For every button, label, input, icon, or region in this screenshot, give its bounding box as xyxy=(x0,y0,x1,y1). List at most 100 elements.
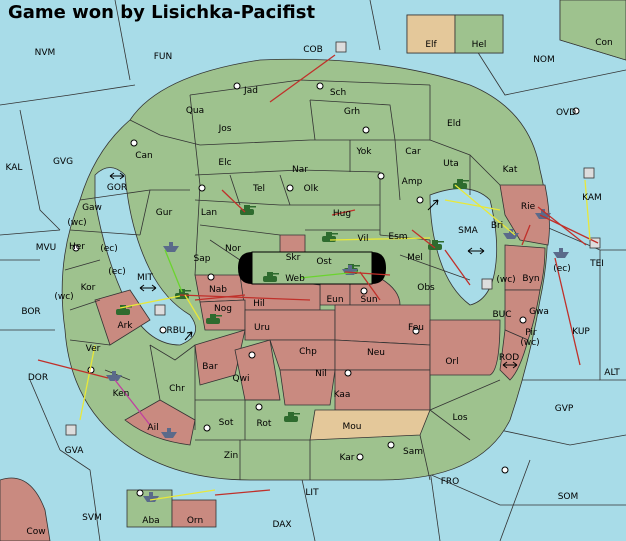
province-hel[interactable] xyxy=(454,14,504,54)
province-label: Los xyxy=(452,413,467,423)
label-hel: Hel xyxy=(472,40,487,50)
province-label: Nog xyxy=(214,304,232,314)
province-label: Mou xyxy=(343,422,362,432)
province-elf[interactable] xyxy=(406,14,456,54)
province-label: Bri xyxy=(491,221,503,231)
province-label: Vil xyxy=(358,234,369,244)
province-label: Eld xyxy=(447,119,461,129)
province-label: Olk xyxy=(304,184,320,194)
inset-top: Elf Hel xyxy=(406,14,504,54)
label-mvu: MVU xyxy=(36,243,57,253)
page-title: Game won by Lisichka-Pacifist xyxy=(8,2,316,23)
province-label: Ver xyxy=(86,344,101,354)
label-svm: SVM xyxy=(82,513,102,523)
sea-labels: NVM FUN COB NOM Con OVD KAL GVG GOR MVU … xyxy=(6,38,621,537)
province-label: (wc) xyxy=(496,275,515,285)
tank-icon xyxy=(263,272,279,282)
province-label: Elc xyxy=(218,158,231,168)
label-dor: DOR xyxy=(28,373,48,383)
province-label: Rie xyxy=(521,202,536,212)
label-ovd: OVD xyxy=(556,108,576,118)
label-cow: Cow xyxy=(26,527,45,537)
province-label: Hug xyxy=(333,209,351,219)
label-gva: GVA xyxy=(65,446,85,456)
ship-icon xyxy=(143,492,159,502)
province-label: Sam xyxy=(403,447,423,457)
province-label: Eun xyxy=(326,295,343,305)
label-kam: KAM xyxy=(582,193,602,203)
province-label: Sap xyxy=(194,254,211,264)
label-con: Con xyxy=(595,38,613,48)
province-label: Chr xyxy=(169,384,185,394)
inset-bottom xyxy=(126,489,217,528)
label-bor: BOR xyxy=(21,307,40,317)
province-cow[interactable] xyxy=(0,477,51,541)
province-label: Nab xyxy=(209,285,227,295)
province-label: Amp xyxy=(402,177,423,187)
province-mou[interactable] xyxy=(309,409,431,441)
coast-labels: (wc) (ec) (ec) (wc) (wc) (ec) (wc) xyxy=(54,218,570,348)
province-label: Orn xyxy=(187,516,203,526)
lake-sma xyxy=(429,188,498,306)
label-rbu: RBU xyxy=(166,326,185,336)
province-label: Sot xyxy=(219,418,234,428)
province-label: Qua xyxy=(186,106,204,116)
province-orn[interactable] xyxy=(171,499,217,528)
province-rie[interactable] xyxy=(499,184,550,246)
province-label: Gwa xyxy=(529,307,549,317)
province-label: Kar xyxy=(340,453,355,463)
label-buc: BUC xyxy=(492,310,511,320)
province-label: Qwi xyxy=(233,374,250,384)
ship-icon xyxy=(163,242,179,252)
province-label: Uta xyxy=(443,159,459,169)
label-kal: KAL xyxy=(6,163,23,173)
province-label: Sch xyxy=(330,88,346,98)
land-labels: Jad Sch Qua Grh Jos Eld Can Yok Car Elc … xyxy=(69,86,549,526)
label-gor: GOR xyxy=(107,183,127,193)
province-label: Nil xyxy=(315,369,327,379)
label-tei: TEI xyxy=(589,259,604,269)
label-mit: MIT xyxy=(137,273,153,283)
province-label: Zin xyxy=(224,451,238,461)
province-label: Chp xyxy=(299,347,317,357)
province-label: (ec) xyxy=(100,244,118,254)
ship-icon xyxy=(106,371,122,381)
province-bar[interactable] xyxy=(194,329,246,386)
tank-icon xyxy=(453,179,469,189)
province-label: Ark xyxy=(117,321,133,331)
ship-icon xyxy=(553,248,569,258)
province-label: Rot xyxy=(257,419,272,429)
label-gvg: GVG xyxy=(53,157,73,167)
province-label: Web xyxy=(285,274,305,284)
tank-icon xyxy=(206,314,222,324)
province-label: Pir xyxy=(525,328,537,338)
province-label: Tel xyxy=(252,184,265,194)
province-label: (wc) xyxy=(67,218,86,228)
province-orl[interactable] xyxy=(429,319,501,376)
province-label: Kat xyxy=(503,165,518,175)
province-ark[interactable] xyxy=(94,289,151,346)
province-label: Grh xyxy=(344,107,360,117)
province-label: Jos xyxy=(218,124,232,134)
province-label: Lan xyxy=(201,208,217,218)
ship-icon xyxy=(161,428,177,438)
label-nvm: NVM xyxy=(35,48,56,58)
province-label: Nor xyxy=(225,244,241,254)
province-label: Obs xyxy=(417,283,435,293)
label-elf: Elf xyxy=(425,40,437,50)
province-con[interactable] xyxy=(559,0,626,61)
province-label: Esm xyxy=(388,232,407,242)
province-label: (wc) xyxy=(520,338,539,348)
label-rod: ROD xyxy=(499,353,519,363)
label-fun: FUN xyxy=(154,52,173,62)
province-nil[interactable] xyxy=(279,369,336,406)
province-label: Hil xyxy=(253,299,265,309)
province-label: Kaa xyxy=(334,390,351,400)
label-lit: LIT xyxy=(305,488,319,498)
province-ail[interactable] xyxy=(124,399,196,446)
province-label: (wc) xyxy=(54,292,73,302)
marker-flags xyxy=(65,41,601,436)
province-label: Mel xyxy=(407,253,423,263)
province-label: Skr xyxy=(286,253,301,263)
